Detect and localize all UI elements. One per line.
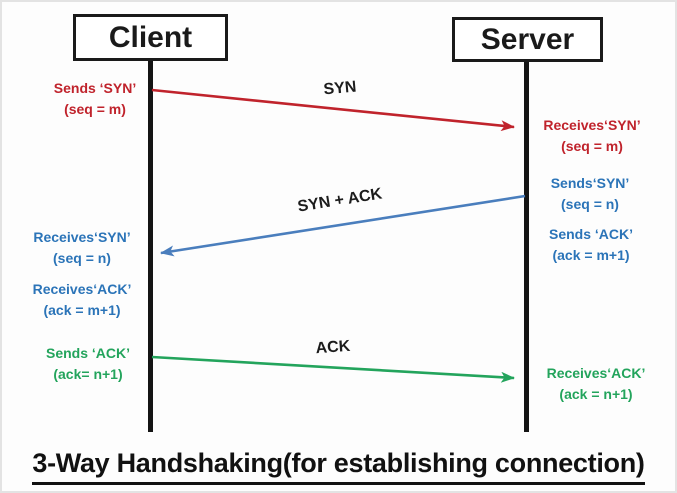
note-line: (seq = n) xyxy=(53,250,111,266)
note-line: (seq = n) xyxy=(561,196,619,212)
server-actor-label: Server xyxy=(480,23,575,56)
diagram-title-bar: 3-Way Handshaking(for establishing conne… xyxy=(0,448,677,485)
server-receives-ack-note: Receives‘ACK’ (ack = n+1) xyxy=(511,363,677,405)
client-receives-syn-note: Receives‘SYN’ (seq = n) xyxy=(0,227,167,269)
diagram-title: 3-Way Handshaking(for establishing conne… xyxy=(32,448,645,485)
server-actor-box: Server xyxy=(452,17,603,62)
note-line: (ack = m+1) xyxy=(43,302,121,318)
client-actor-box: Client xyxy=(73,14,228,61)
note-line: Receives‘ACK’ xyxy=(32,281,132,297)
server-receives-syn-note: Receives‘SYN’ (seq = m) xyxy=(507,115,677,157)
ack-message-label: ACK xyxy=(315,337,351,358)
client-sends-syn-note: Sends ‘SYN’ (seq = m) xyxy=(10,78,180,120)
server-lifeline xyxy=(524,59,529,432)
client-receives-ack-note: Receives‘ACK’ (ack = m+1) xyxy=(0,279,167,321)
syn-message-label: SYN xyxy=(322,78,358,99)
note-line: Receives‘SYN’ xyxy=(33,229,131,245)
syn-arrow xyxy=(151,88,515,132)
server-sends-ack-note: Sends ‘ACK’ (ack = m+1) xyxy=(506,224,676,266)
syn-ack-arrow xyxy=(160,194,526,257)
note-line: Sends‘SYN’ xyxy=(550,175,630,191)
note-line: (ack = m+1) xyxy=(552,247,630,263)
note-line: Receives‘SYN’ xyxy=(543,117,641,133)
note-line: Sends ‘ACK’ xyxy=(548,226,633,242)
client-lifeline xyxy=(148,58,153,432)
note-line: (seq = m) xyxy=(561,138,623,154)
note-line: Receives‘ACK’ xyxy=(546,365,646,381)
note-line: (ack= n+1) xyxy=(53,366,123,382)
note-line: (seq = m) xyxy=(64,101,126,117)
client-actor-label: Client xyxy=(108,21,193,54)
note-line: Sends ‘SYN’ xyxy=(53,80,137,96)
server-sends-syn-note: Sends‘SYN’ (seq = n) xyxy=(505,173,675,215)
note-line: Sends ‘ACK’ xyxy=(45,345,130,361)
note-line: (ack = n+1) xyxy=(559,386,633,402)
client-sends-ack-note: Sends ‘ACK’ (ack= n+1) xyxy=(3,343,173,385)
ack-arrow xyxy=(151,355,515,383)
